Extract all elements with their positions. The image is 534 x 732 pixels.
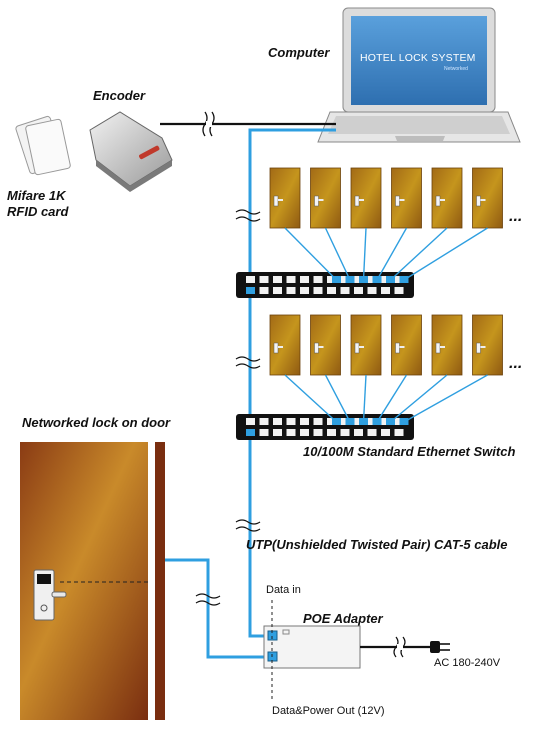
encoder-label: Encoder [93, 88, 146, 103]
door-cable [390, 227, 448, 281]
lock-cable-break-icon [195, 593, 221, 606]
switch-port-connected [345, 276, 355, 283]
screen-subtitle: Networked [444, 66, 468, 72]
card-label-line1: Mifare 1K [7, 188, 66, 203]
laptop-icon [317, 7, 521, 143]
door-cable [403, 227, 488, 281]
door-cable [362, 374, 367, 423]
screen-title: HOTEL LOCK SYSTEM [360, 52, 476, 64]
door-row-1 [236, 167, 503, 298]
switch-label: 10/100M Standard Ethernet Switch [303, 444, 516, 459]
switch-port-connected [332, 418, 341, 425]
networked-lock-label: Networked lock on door [22, 415, 171, 430]
ethernet-switch-icon [236, 414, 414, 440]
door-icon [310, 167, 341, 229]
door-cable [284, 374, 337, 423]
trunk-break-icon [235, 209, 261, 532]
door-icon [350, 167, 382, 229]
poe-adapter-icon [263, 625, 361, 669]
door-icon [391, 167, 422, 229]
switch-port-connected [345, 418, 355, 425]
row2-more-label: ... [509, 355, 523, 372]
door-cable [376, 374, 408, 423]
door-icon [350, 314, 382, 376]
switch-port-connected [332, 276, 341, 283]
door-icon [269, 167, 301, 229]
switch-port-connected [399, 418, 409, 425]
door-cable [324, 227, 351, 281]
row1-more-label: ... [509, 208, 523, 225]
door-row-2 [236, 314, 503, 440]
door-icon [431, 167, 463, 229]
door-cable [284, 227, 337, 281]
door-cable [324, 374, 351, 423]
switch-port-connected [359, 418, 368, 425]
ac-plug-icon [360, 636, 450, 658]
switch-port-connected [386, 418, 395, 425]
poe-label: POE Adapter [303, 611, 383, 626]
switch-port-connected [372, 418, 382, 425]
cat5-trunk-cable [248, 128, 336, 638]
card-label-line2: RFID card [7, 204, 69, 219]
door-cable [390, 374, 448, 423]
switch-port-connected [399, 276, 409, 283]
data-in-label: Data in [266, 584, 301, 596]
door-cable [362, 227, 367, 281]
door-icon [269, 314, 301, 376]
cable-label: UTP(Unshielded Twisted Pair) CAT-5 cable [246, 537, 508, 552]
door-icon [431, 314, 463, 376]
ethernet-switch-icon [236, 272, 414, 298]
door-icon [472, 314, 503, 376]
switch-port-connected [359, 276, 368, 283]
networked-door-icon [20, 442, 165, 720]
switch-port-connected [386, 276, 395, 283]
door-icon [310, 314, 341, 376]
door-icon [391, 314, 422, 376]
encoder-icon [89, 111, 173, 192]
door-icon [472, 167, 503, 229]
lock-cable [165, 558, 264, 659]
data-power-out-label: Data&Power Out (12V) [272, 705, 385, 717]
rfid-card-icon [15, 115, 71, 176]
switch-uplink-port [246, 287, 255, 294]
switch-port-connected [372, 276, 382, 283]
door-cable [403, 374, 488, 423]
switch-uplink-port [246, 429, 255, 436]
door-cable [376, 227, 408, 281]
computer-label: Computer [268, 45, 330, 60]
ac-label: AC 180-240V [434, 657, 501, 669]
